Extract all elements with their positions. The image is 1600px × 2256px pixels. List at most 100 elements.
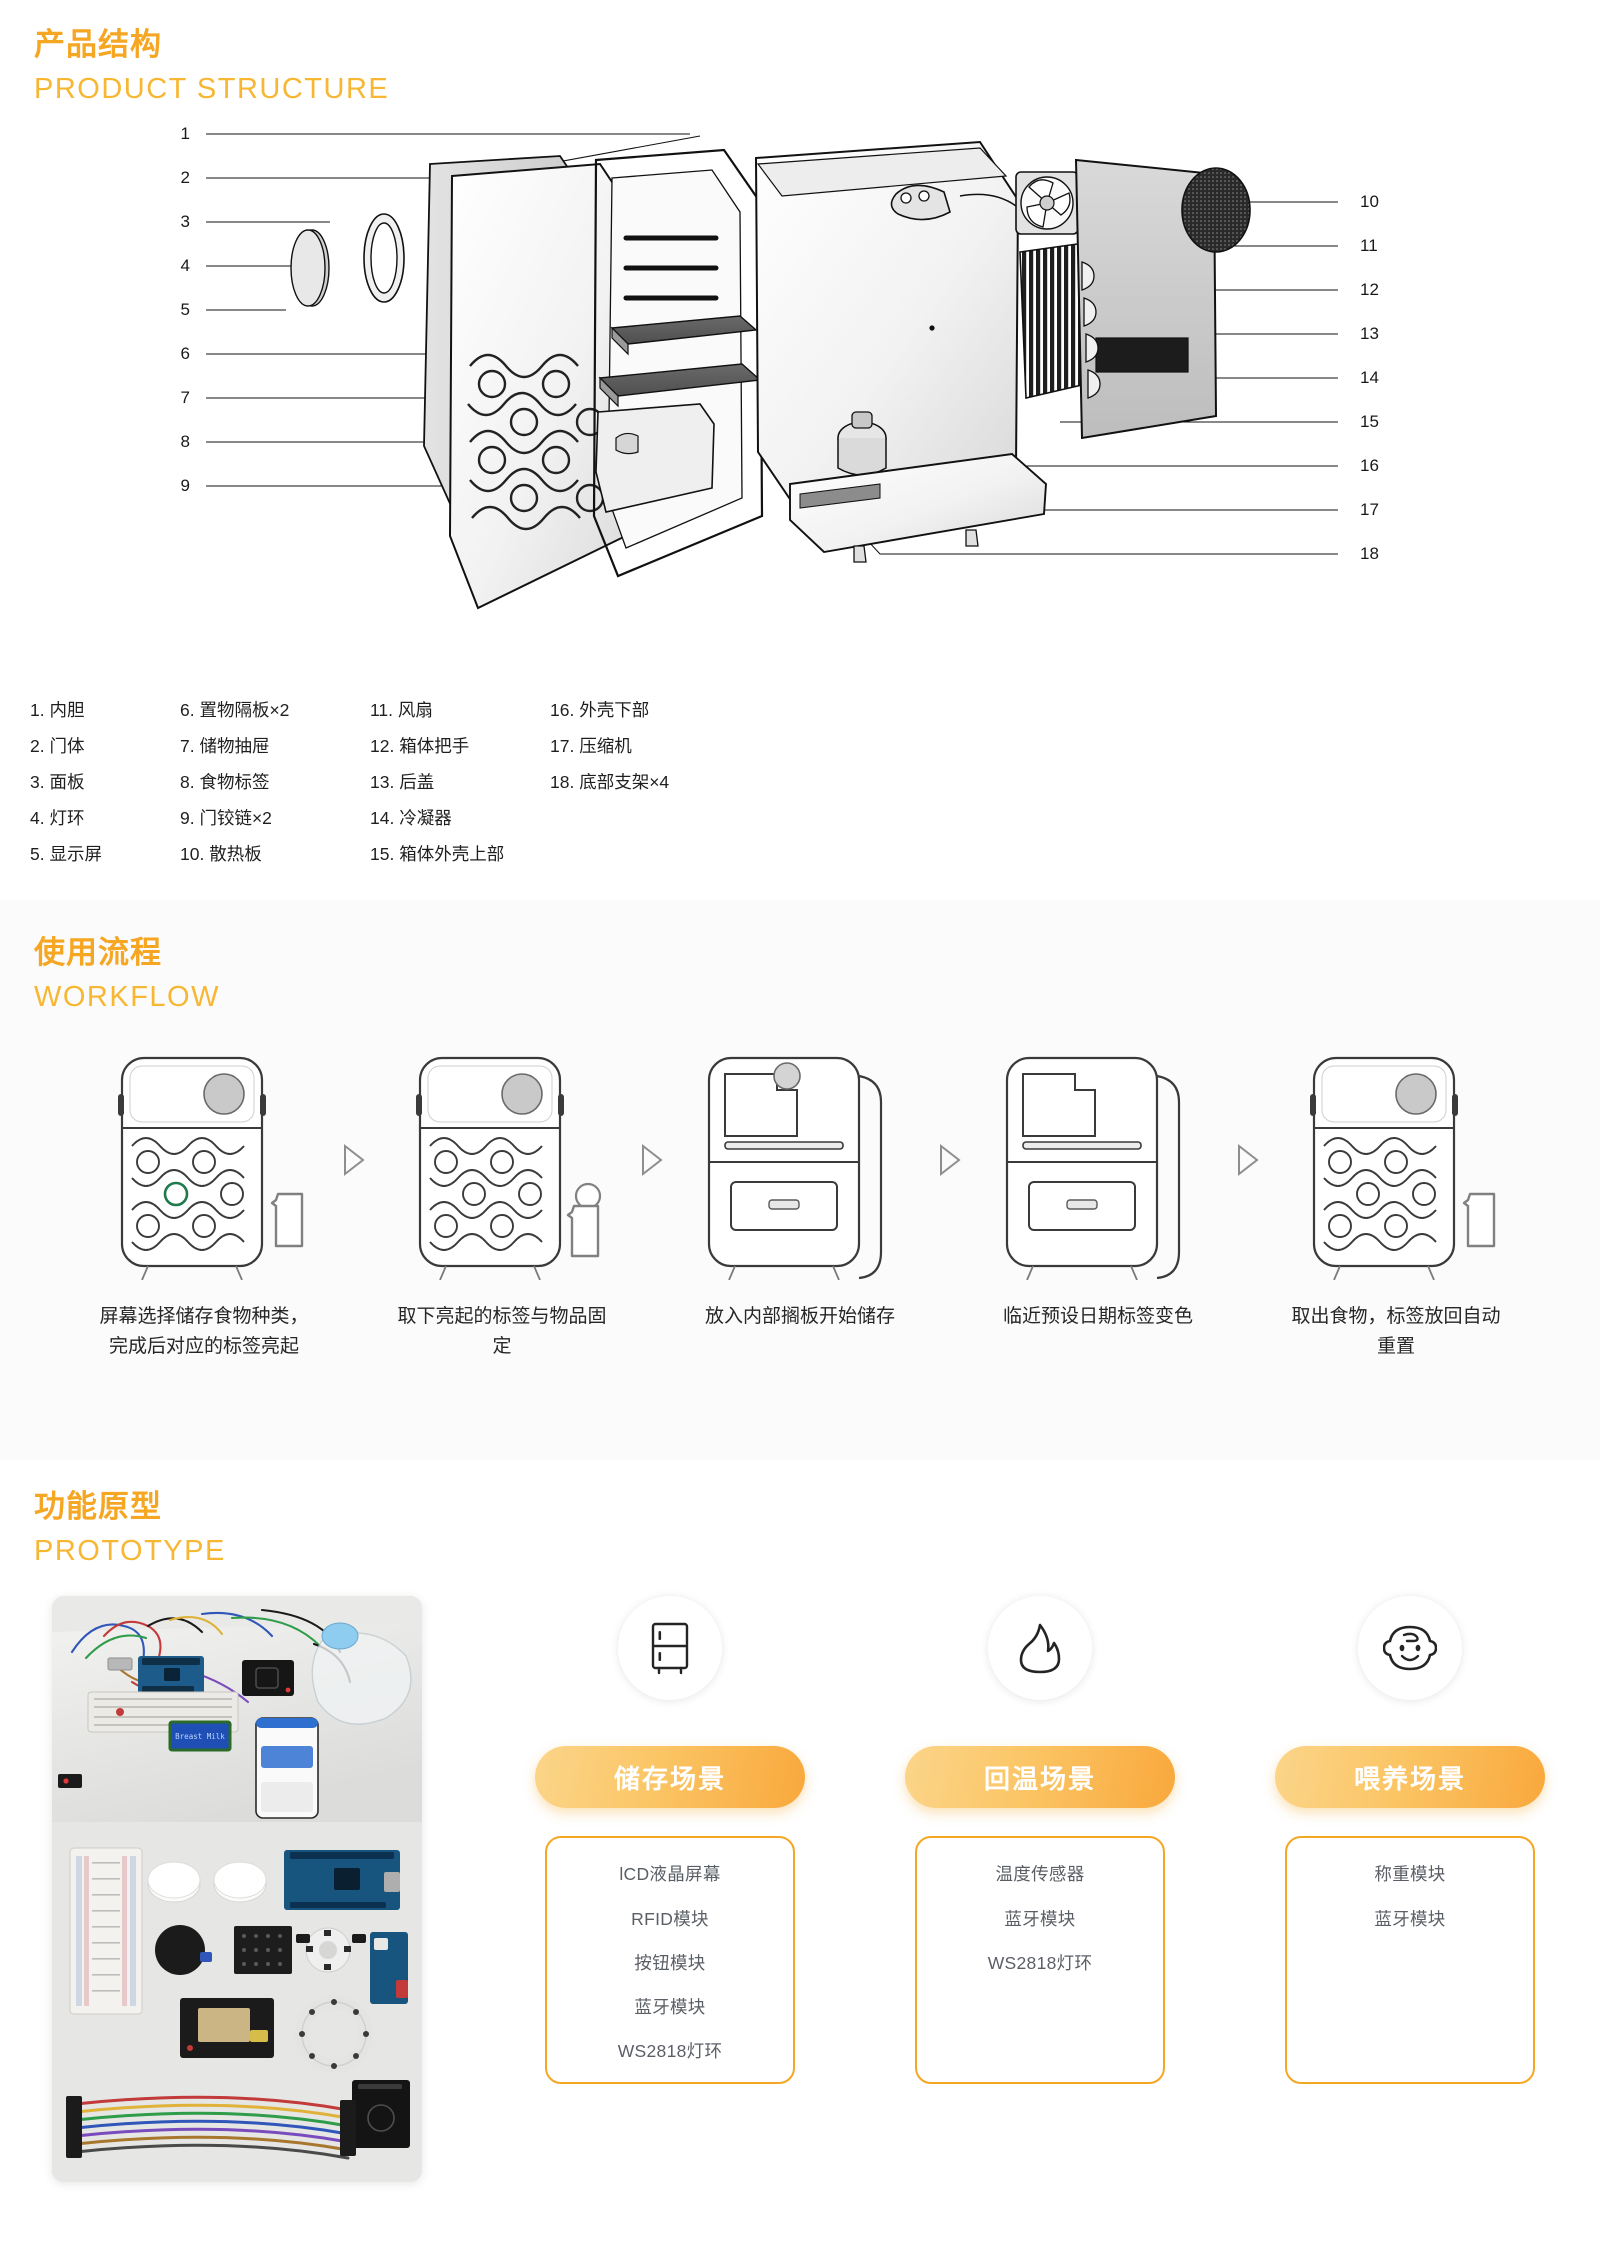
callout-16: 16 [1360,456,1379,476]
fridge-closed-reset-icon [1310,1057,1496,1281]
workflow-step-2: 取下亮起的标签与物品固定 [377,1040,627,1361]
workflow-step-3: 放入内部搁板开始储存 [675,1040,925,1331]
structure-title-en: PRODUCT STRUCTURE [34,72,390,105]
callout-4: 4 [180,256,190,276]
parts-legend: 1. 内胆 6. 置物隔板×2 11. 风扇 16. 外壳下部 2. 门体 7.… [30,700,750,865]
scenario-columns: 储存场景 lCD液晶屏幕 RFID模块 按钮模块 蓝牙模块 WS2818灯环 回… [520,1596,1560,2085]
workflow-step-5-art [1296,1040,1496,1281]
module-item: 称重模块 [1374,1864,1446,1885]
module-box-feeding: 称重模块 蓝牙模块 [1285,1836,1535,2085]
part-item: 10. 散热板 [180,844,262,864]
structure-heading: 产品结构 PRODUCT STRUCTURE [0,26,1600,108]
part-item: 5. 显示屏 [30,844,102,864]
fridge-tag-removed-icon [416,1057,602,1281]
food-tag-icon [566,1205,600,1258]
fridge-closed-lit-tag-icon [118,1057,304,1281]
prototype-heading: 功能原型 PROTOTYPE [0,1488,1600,1570]
components-flatlay-photo [52,1822,422,2183]
callout-3: 3 [180,212,190,232]
workflow-step-4-art [993,1040,1203,1281]
workflow-steps: 屏幕选择储存食物种类，完成后对应的标签亮起 [0,1040,1600,1361]
svg-text:Breast Milk: Breast Milk [175,1732,225,1741]
workflow-arrow-1 [329,1040,377,1280]
part-item: 8. 食物标签 [180,772,270,792]
triangle-right-icon [344,1144,365,1177]
workflow-step-1: 屏幕选择储存食物种类，完成后对应的标签亮起 [79,1040,329,1361]
module-item: 按钮模块 [634,1952,706,1973]
callout-15: 15 [1360,412,1379,432]
workflow-arrow-4 [1223,1040,1271,1280]
triangle-right-icon [642,1144,663,1177]
callout-5: 5 [180,300,190,320]
workflow-step-1-art [104,1040,304,1281]
part-item: 6. 置物隔板×2 [180,700,290,720]
baby-face-icon-badge [1358,1596,1462,1701]
workflow-step-4: 临近预设日期标签变色 [973,1040,1223,1331]
workflow-step-5: 取出食物，标签放回自动重置 [1271,1040,1521,1361]
callout-18: 18 [1360,544,1379,564]
scenario-column-feeding: 喂养场景 称重模块 蓝牙模块 [1260,1596,1560,2085]
callout-12: 12 [1360,280,1379,300]
workflow-step-2-caption: 取下亮起的标签与物品固定 [397,1306,607,1357]
part-item: 4. 灯环 [30,808,85,828]
prototype-title-en: PROTOTYPE [34,1534,226,1567]
callout-10: 10 [1360,192,1379,212]
part-item: 3. 面板 [30,772,85,792]
callout-2: 2 [180,168,190,188]
part-item: 17. 压缩机 [550,736,632,756]
baby-face-icon [1383,1626,1437,1671]
workflow-step-4-caption: 临近预设日期标签变色 [1002,1306,1193,1328]
workflow-step-2-art [402,1040,602,1281]
breadboard-arduino-setup-photo: Breast Milk [52,1596,422,1823]
scenario-pill-storage[interactable]: 储存场景 [535,1746,805,1809]
food-tag-icon [1462,1193,1496,1248]
part-item: 7. 储物抽屉 [180,736,270,756]
workflow-step-5-caption: 取出食物，标签放回自动重置 [1291,1306,1501,1357]
workflow-heading: 使用流程 WORKFLOW [0,934,1600,1016]
part-item: 18. 底部支架×4 [550,772,670,792]
section-prototype: 功能原型 PROTOTYPE [0,1460,1600,2248]
workflow-arrow-2 [627,1040,675,1280]
workflow-arrow-3 [925,1040,973,1280]
workflow-step-3-caption: 放入内部搁板开始储存 [704,1306,895,1328]
flame-icon [1019,1624,1061,1674]
part-item: 2. 门体 [30,736,85,756]
flame-icon-badge [988,1596,1092,1701]
part-item [550,844,750,865]
callout-6: 6 [180,344,190,364]
part-item: 12. 箱体把手 [370,736,470,756]
scenario-column-storage: 储存场景 lCD液晶屏幕 RFID模块 按钮模块 蓝牙模块 WS2818灯环 [520,1596,820,2085]
structure-title-cn: 产品结构 [34,27,162,62]
triangle-right-icon [1238,1144,1259,1177]
module-item: 蓝牙模块 [1004,1908,1076,1929]
scenario-pill-feeding[interactable]: 喂养场景 [1275,1746,1545,1809]
module-item: WS2818灯环 [987,1952,1093,1973]
workflow-title-cn: 使用流程 [34,935,162,970]
part-item: 13. 后盖 [370,772,435,792]
exploded-view-illustration [206,133,1338,610]
module-item: lCD液晶屏幕 [619,1864,721,1885]
module-item: 蓝牙模块 [1374,1908,1446,1929]
fridge-open-alert-icon [1005,1057,1181,1281]
callout-13: 13 [1360,324,1379,344]
exploded-view-diagram: 1 2 3 4 5 6 7 8 9 10 11 12 13 14 15 16 1… [0,116,1600,676]
scenario-pill-rewarm[interactable]: 回温场景 [905,1746,1175,1809]
module-box-storage: lCD液晶屏幕 RFID模块 按钮模块 蓝牙模块 WS2818灯环 [545,1836,795,2085]
section-product-structure: 产品结构 PRODUCT STRUCTURE [0,0,1600,900]
workflow-step-1-caption: 屏幕选择储存食物种类，完成后对应的标签亮起 [99,1306,309,1357]
workflow-step-3-art [695,1040,905,1281]
module-box-rewarm: 温度传感器 蓝牙模块 WS2818灯环 [915,1836,1165,2085]
callout-1: 1 [180,124,190,144]
part-item: 9. 门铰链×2 [180,808,272,828]
prototype-photo-card: Breast Milk [52,1596,422,2183]
module-item: 蓝牙模块 [634,1996,706,2017]
callout-9: 9 [180,476,190,496]
section-workflow: 使用流程 WORKFLOW [0,900,1600,1460]
detached-tag-dot-icon [574,1183,602,1210]
part-item: 15. 箱体外壳上部 [370,844,505,864]
part-item: 16. 外壳下部 [550,700,650,720]
part-item: 14. 冷凝器 [370,808,452,828]
callout-17: 17 [1360,500,1379,520]
prototype-title-cn: 功能原型 [34,1489,162,1524]
part-item: 11. 风扇 [370,700,433,720]
